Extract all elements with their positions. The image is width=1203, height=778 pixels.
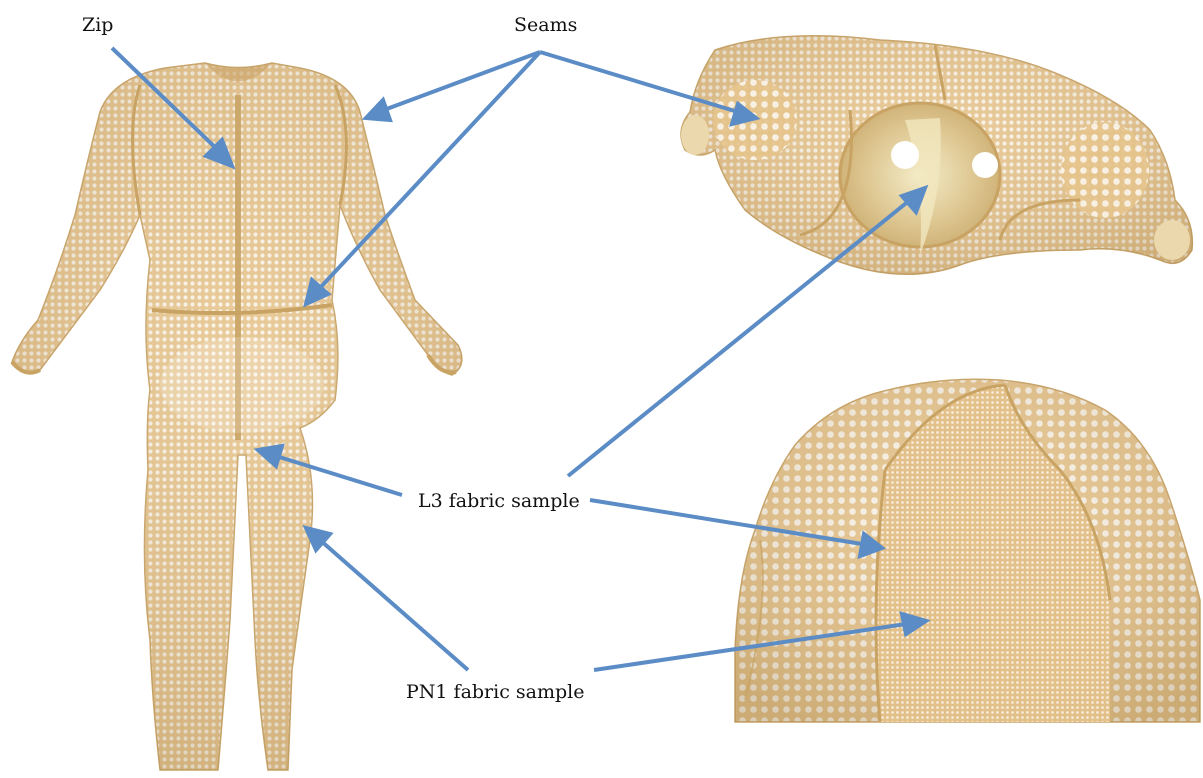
arrow-pn1-leg: [320, 540, 468, 670]
arrow-seams-shoulder: [384, 52, 540, 110]
bodysuit-back-closeup: [735, 379, 1200, 722]
label-l3-fabric-sample: L3 fabric sample: [418, 492, 580, 511]
arm-stub-right: [1154, 220, 1190, 260]
label-pn1-fabric-sample: PN1 fabric sample: [406, 683, 584, 702]
bodysuit-top-view: [681, 36, 1192, 275]
arm-hole-left: [891, 141, 919, 169]
arrowhead-seams-shoulder: [366, 100, 390, 120]
arm-hole-right: [972, 152, 998, 178]
hips: [160, 337, 324, 433]
label-seams: Seams: [514, 16, 577, 35]
label-zip: Zip: [82, 16, 113, 35]
arm-stub-left: [681, 115, 709, 155]
bodysuit-front-view: [12, 63, 462, 770]
shoulder-cap-right: [1061, 122, 1149, 218]
